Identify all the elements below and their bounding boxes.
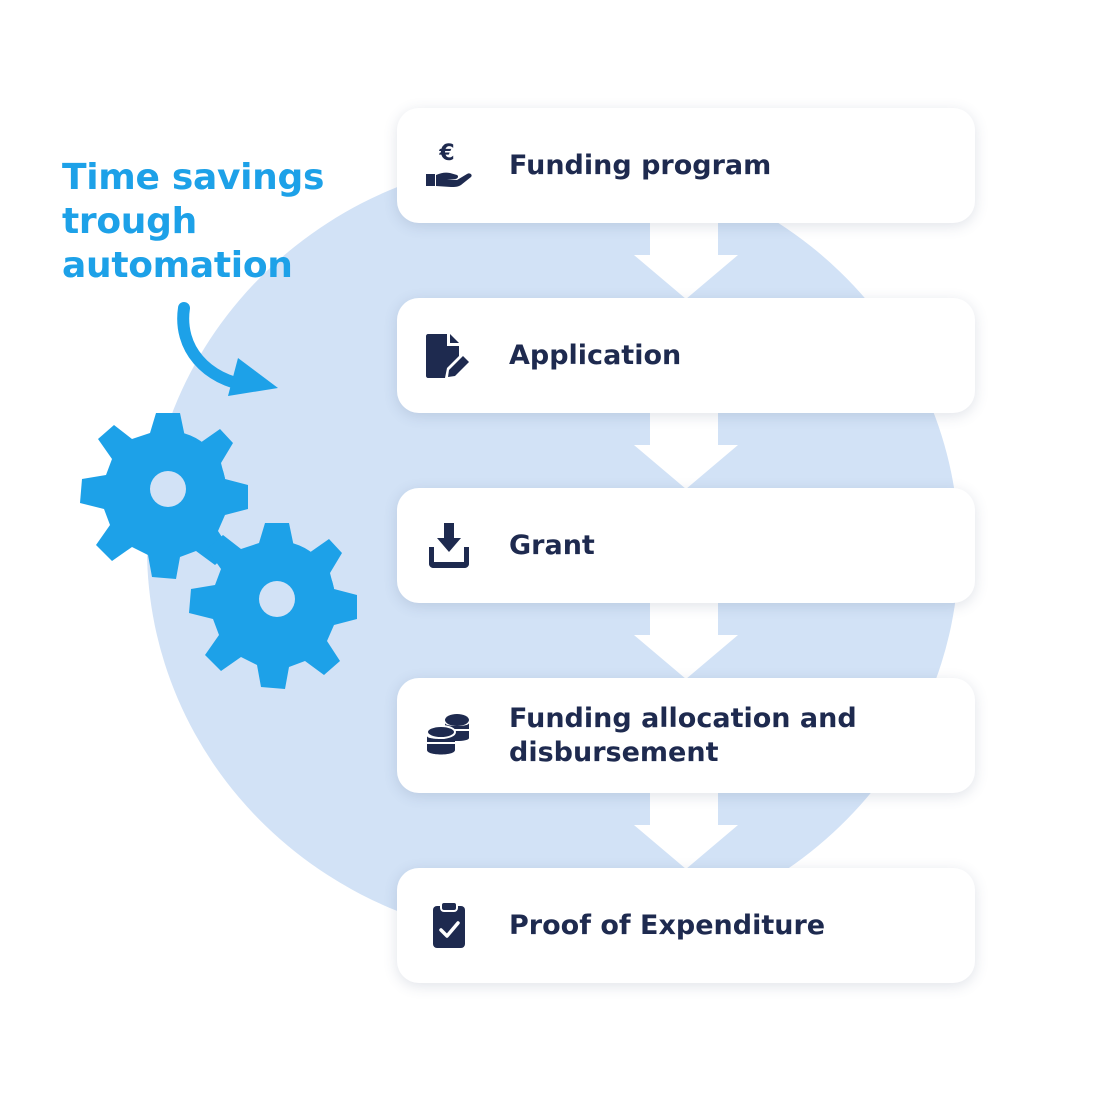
headline-line-2: trough [62, 201, 197, 242]
step-card-grant: Grant [397, 488, 975, 603]
headline: Time savings trough automation [62, 156, 362, 288]
document-pen-icon [423, 330, 475, 382]
process-flow: € Funding program Application [397, 108, 975, 983]
step-label: Funding program [509, 149, 772, 181]
gear-large-icon [80, 413, 248, 579]
svg-text:€: € [438, 141, 454, 166]
connector-arrow [397, 221, 975, 299]
coins-stack-icon [423, 710, 475, 762]
download-tray-icon [423, 520, 475, 572]
gear-small-icon [189, 523, 357, 689]
step-label: Grant [509, 529, 595, 561]
gears-icon [80, 413, 357, 689]
connector-arrow [397, 791, 975, 869]
step-label: Application [509, 339, 682, 371]
curved-arrow-icon [177, 302, 278, 396]
step-label: Funding allocation and disbursement [509, 702, 857, 768]
step-card-funding-allocation: Funding allocation and disbursement [397, 678, 975, 793]
clipboard-check-icon [423, 900, 475, 952]
step-card-application: Application [397, 298, 975, 413]
step-label: Proof of Expenditure [509, 909, 826, 941]
headline-line-1: Time savings [62, 157, 325, 198]
step-card-funding-program: € Funding program [397, 108, 975, 223]
step-card-proof-of-expenditure: Proof of Expenditure [397, 868, 975, 983]
euro-hand-icon: € [423, 140, 475, 192]
headline-line-3: automation [62, 245, 293, 286]
connector-arrow [397, 411, 975, 489]
connector-arrow [397, 601, 975, 679]
